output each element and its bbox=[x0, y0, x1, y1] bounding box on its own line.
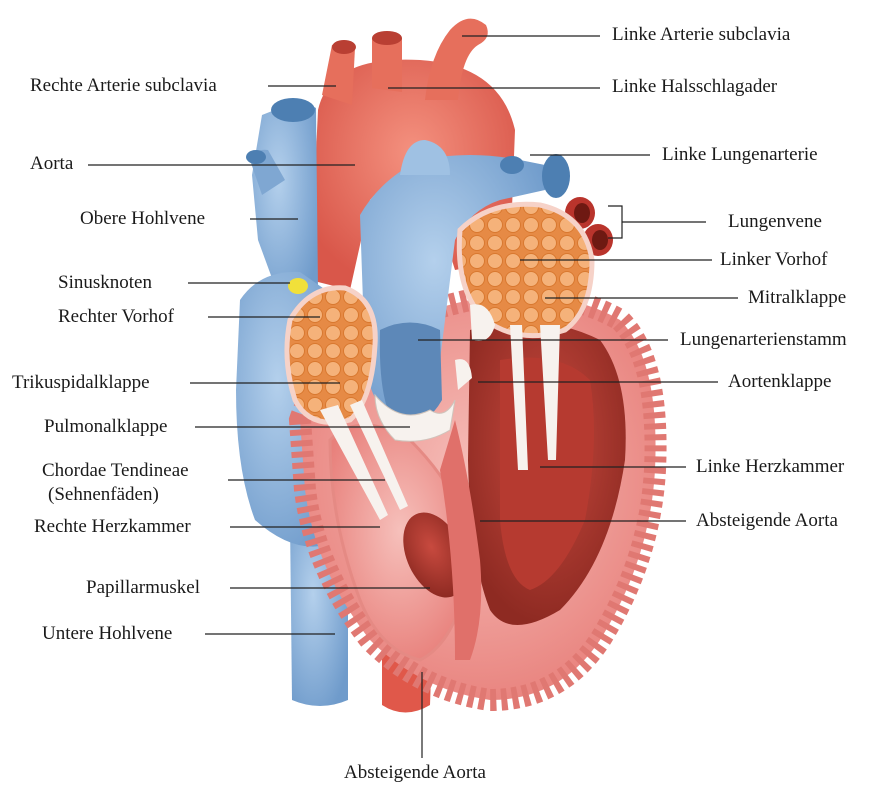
label-mitralklappe: Mitralklappe bbox=[748, 287, 846, 309]
svc-opening bbox=[271, 98, 315, 122]
label-aorta: Aorta bbox=[30, 153, 73, 175]
label-linker-vorhof: Linker Vorhof bbox=[720, 249, 827, 271]
label-absteigende-aorta-bottom: Absteigende Aorta bbox=[344, 762, 486, 784]
label-trikuspidalklappe: Trikuspidalklappe bbox=[12, 372, 150, 394]
label-sinusknoten: Sinusknoten bbox=[58, 272, 152, 294]
label-chordae-tendineae: Chordae Tendineae bbox=[42, 460, 189, 482]
label-lungenvene: Lungenvene bbox=[728, 211, 822, 233]
left-carotid-opening bbox=[372, 31, 402, 45]
label-rechte-arterie-subclavia: Rechte Arterie subclavia bbox=[30, 75, 217, 97]
label-obere-hohlvene: Obere Hohlvene bbox=[80, 208, 205, 230]
left-pulmonary-artery-opening bbox=[542, 154, 570, 198]
label-linke-lungenarterie: Linke Lungenarterie bbox=[662, 144, 818, 166]
superior-vena-cava-shape bbox=[252, 100, 318, 300]
label-pulmonalklappe: Pulmonalklappe bbox=[44, 416, 167, 438]
label-absteigende-aorta-right: Absteigende Aorta bbox=[696, 510, 838, 532]
label-papillarmuskel: Papillarmuskel bbox=[86, 577, 200, 599]
label-rechter-vorhof: Rechter Vorhof bbox=[58, 306, 174, 328]
label-linke-halsschlagader: Linke Halsschlagader bbox=[612, 76, 777, 98]
label-linke-arterie-subclavia: Linke Arterie subclavia bbox=[612, 24, 790, 46]
label-aortenklappe: Aortenklappe bbox=[728, 371, 831, 393]
label-linke-herzkammer: Linke Herzkammer bbox=[696, 456, 844, 478]
label-rechte-herzkammer: Rechte Herzkammer bbox=[34, 516, 191, 538]
label-untere-hohlvene: Untere Hohlvene bbox=[42, 623, 172, 645]
right-subclavian-opening bbox=[332, 40, 356, 54]
label-sehnenfaeden: (Sehnenfäden) bbox=[48, 484, 159, 506]
label-lungenarterienstamm: Lungenarterienstamm bbox=[680, 329, 847, 351]
sinus-node-shape bbox=[288, 278, 308, 294]
